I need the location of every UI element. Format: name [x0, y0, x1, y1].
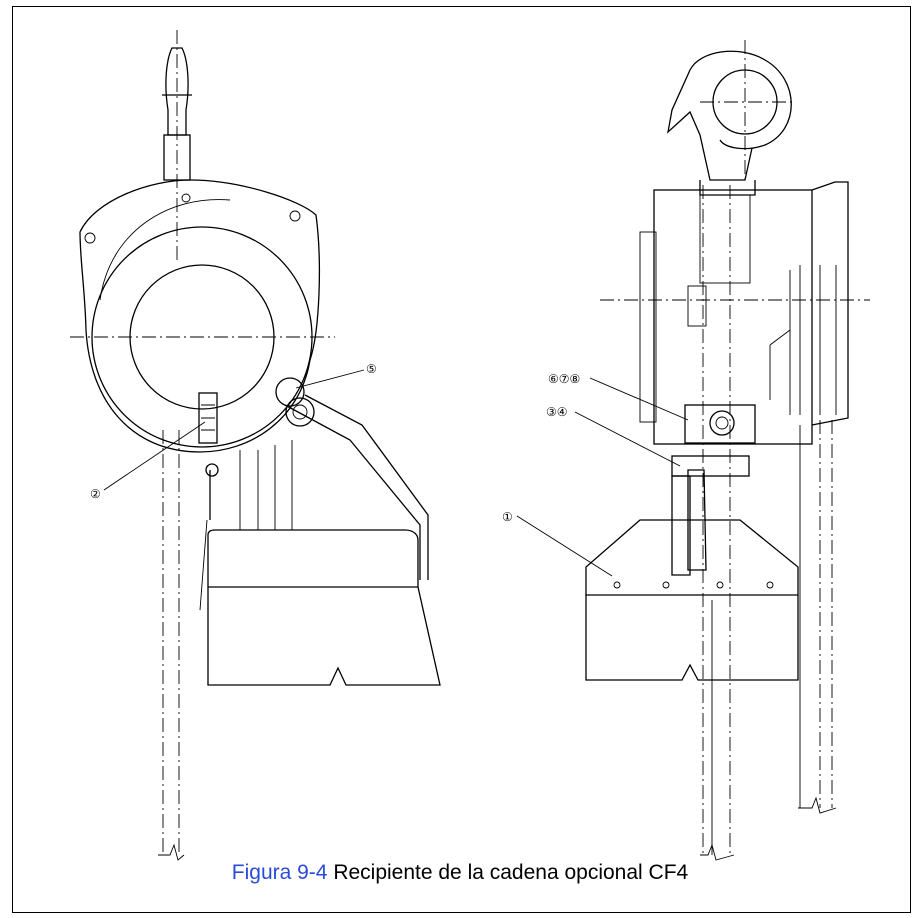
svg-text:⑤: ⑤ [366, 362, 377, 376]
figure-caption: Figura 9-4 Recipiente de la cadena opcio… [0, 861, 920, 885]
svg-text:③④: ③④ [546, 405, 568, 419]
callout-2: ② [90, 421, 206, 501]
body-side [653, 189, 813, 445]
svg-text:②: ② [90, 487, 101, 501]
callout-1: ① [502, 510, 613, 577]
front-view [70, 30, 441, 861]
top-hook-side [667, 40, 795, 196]
figure-reference-link[interactable]: Figura 9-4 [231, 861, 328, 884]
figure-frame [12, 6, 911, 913]
chain-container-side [585, 519, 799, 596]
pivot-bolt-front [275, 377, 305, 407]
svg-text:①: ① [502, 510, 513, 524]
side-view [585, 40, 870, 861]
callout-5: ⑤ [295, 362, 377, 389]
callout-678: ⑥⑦⑧ [548, 372, 689, 421]
figure-caption-text: Recipiente de la cadena opcional CF4 [327, 861, 689, 884]
svg-text:⑥⑦⑧: ⑥⑦⑧ [548, 372, 580, 386]
callout-34: ③④ [546, 405, 681, 467]
top-hook-front [162, 30, 192, 260]
chain-container-front [207, 529, 419, 588]
